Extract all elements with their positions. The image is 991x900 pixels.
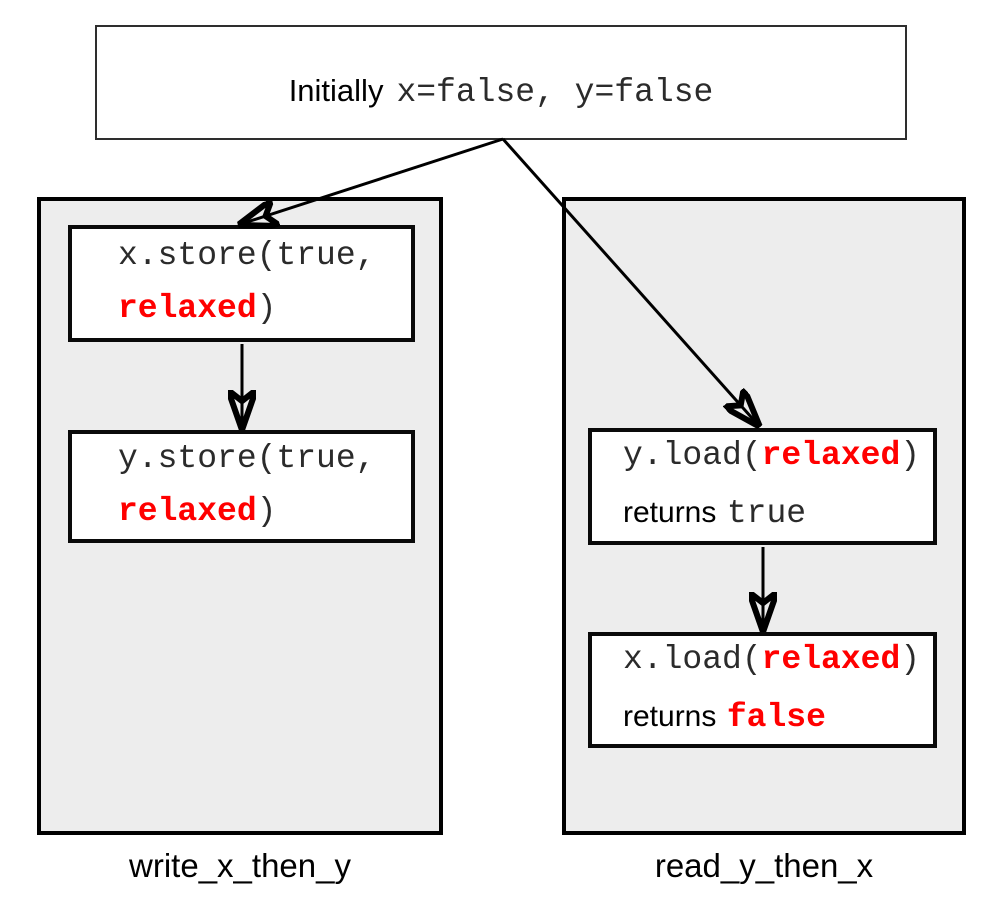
relaxed-keyword: relaxed <box>761 437 901 474</box>
code-y-store-line1: y.store(true, <box>118 439 376 477</box>
code-y-load-open: y.load( <box>623 437 762 474</box>
closing-paren: ) <box>900 640 921 678</box>
relaxed-keyword: relaxed <box>118 289 257 327</box>
returned-value-true: true <box>726 495 807 532</box>
relaxed-keyword: relaxed <box>118 492 257 530</box>
node-y-load: y.load(relaxed) returns true <box>588 428 937 545</box>
thread-label-read-y-then-x: read_y_then_x <box>654 847 874 884</box>
init-state-box: Initially x=false, y=false <box>95 25 907 140</box>
code-y-store-line2: relaxed) <box>118 485 411 542</box>
code-x-store-line1: x.store(true, <box>118 236 376 274</box>
code-y-load-line1: y.load(relaxed) <box>623 429 933 486</box>
code-x-load-line1: x.load(relaxed) <box>623 633 933 690</box>
node-y-store: y.store(true, relaxed) <box>68 430 415 543</box>
code-y-load-line2: returns true <box>623 486 933 544</box>
returns-word: returns <box>623 496 717 529</box>
node-x-store: x.store(true, relaxed) <box>68 225 415 342</box>
returns-word: returns <box>623 699 717 733</box>
code-x-store-line2: relaxed) <box>118 282 411 339</box>
closing-paren: ) <box>900 437 921 474</box>
code-x-load-line2: returns false <box>623 690 933 748</box>
returned-value-false: false <box>726 698 826 736</box>
init-label: Initially <box>288 73 384 108</box>
closing-paren: ) <box>256 492 277 530</box>
closing-paren: ) <box>256 289 277 327</box>
relaxed-keyword: relaxed <box>761 640 901 678</box>
node-x-load: x.load(relaxed) returns false <box>588 632 937 748</box>
code-x-load-open: x.load( <box>623 640 762 678</box>
thread-label-write-x-then-y: write_x_then_y <box>129 847 351 884</box>
init-code: x=false, y=false <box>396 74 714 111</box>
